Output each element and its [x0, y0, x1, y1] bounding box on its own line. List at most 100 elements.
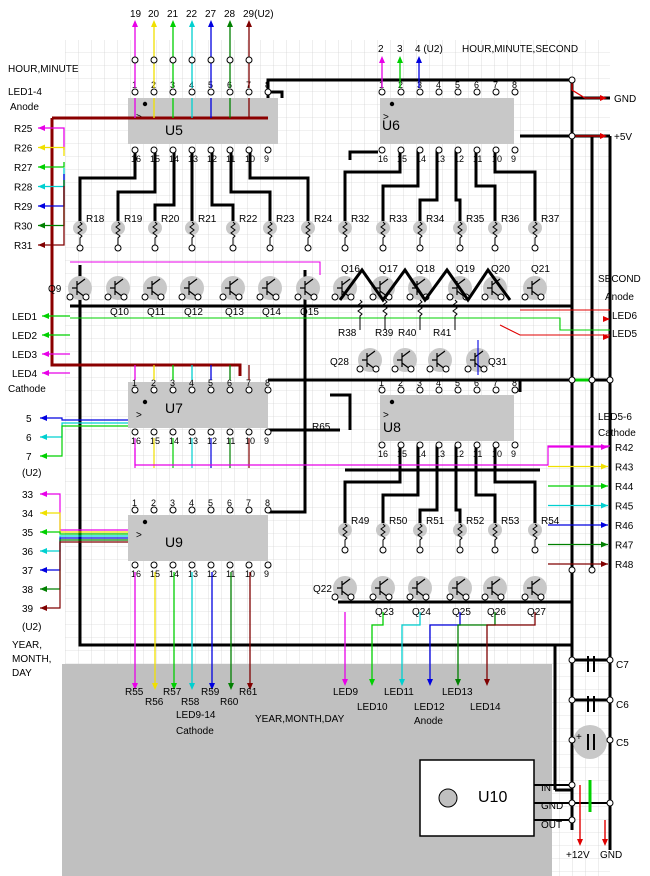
- u9-out-arrow-2: [171, 683, 177, 690]
- u6-arrow-2: [416, 56, 422, 63]
- u6-top-pad-5: [454, 88, 462, 96]
- led-bottom-13-label: LED13: [442, 687, 473, 698]
- cathode-label-left: Cathode: [8, 384, 46, 395]
- u7-top-pad-5: [207, 386, 215, 394]
- res-r23-label: R23: [276, 214, 295, 225]
- u6-pin-4: 4 (U2): [415, 44, 443, 55]
- u6-notch-icon: >: [383, 112, 389, 123]
- q-q16-symbol: [337, 278, 351, 298]
- input-35-label: 35: [22, 528, 34, 539]
- res-r23-pad: [266, 244, 274, 252]
- q-q12-pad-b: [178, 293, 186, 301]
- header-pad-2: [150, 56, 158, 64]
- header-arrow-1: [132, 20, 138, 27]
- u7-pin-16: 16: [131, 436, 141, 446]
- res-r51-zigzag: [417, 523, 423, 548]
- q-q23-pad-e: [385, 593, 393, 601]
- cap-c6-label: C6: [616, 700, 629, 711]
- reg-pad-1: [568, 799, 576, 807]
- header-arrow-7: [246, 20, 252, 27]
- input-7-wire: [40, 425, 128, 457]
- res-r58-label: R58: [181, 697, 200, 708]
- res-r32-pad: [341, 244, 349, 252]
- u6-pin-5: 5: [455, 80, 460, 90]
- res-r21-zigzag: [189, 221, 195, 246]
- led-bottom-arrow-5: [484, 679, 490, 686]
- hour-minute-label: HOUR,MINUTE: [8, 64, 79, 75]
- u5-top-pad-8: [264, 88, 272, 96]
- u8-bottom-pad-6: [473, 441, 481, 449]
- u7-notch-icon: >: [136, 410, 142, 421]
- rail-pad-3: [588, 376, 596, 384]
- led-left-3-label: LED3: [12, 350, 37, 361]
- input-37-arrow: [40, 567, 47, 573]
- res-right-arrow-4: [601, 522, 608, 528]
- u6-top-pad-3: [416, 88, 424, 96]
- q-mid-2-symbol: [432, 350, 446, 370]
- u8-pin-4: 4: [436, 378, 441, 388]
- top-pin-29: 29(U2): [243, 9, 274, 20]
- res-r39-label: R39: [375, 328, 394, 339]
- q-q16-label: Q16: [341, 264, 360, 275]
- u7-pin-3: 3: [170, 378, 175, 388]
- q-q12-symbol: [184, 278, 198, 298]
- res-r37-label: R37: [541, 214, 560, 225]
- q-q9-pad-e: [82, 293, 90, 301]
- svg-text:U7: U7: [165, 400, 183, 416]
- u7-pin-9: 9: [264, 436, 269, 446]
- u8-pin-11: 11: [473, 449, 482, 459]
- top-pin-labels: 19 20 21 22 27 28 29(U2): [130, 9, 274, 20]
- q-q9-pad-b: [66, 293, 74, 301]
- input-37-label: 37: [22, 566, 34, 577]
- res-left-arrow-6: [38, 242, 45, 248]
- res-left-arrow-0: [38, 125, 45, 131]
- res-r22-zigzag: [230, 221, 236, 246]
- res-r36-label: R36: [501, 214, 520, 225]
- res-r38-zigzag: [357, 299, 363, 330]
- q-q22-pad-e: [347, 593, 355, 601]
- res-r37-pad: [531, 244, 539, 252]
- u6-pin-2: 2: [378, 44, 384, 55]
- res-r34-zigzag: [417, 221, 423, 246]
- u9-pin-16: 16: [131, 569, 141, 579]
- res-r33-zigzag: [380, 221, 386, 246]
- u7-top-pad-8: [264, 386, 272, 394]
- res-r20-pad: [151, 244, 159, 252]
- u8-bottom-pad-5: [454, 441, 462, 449]
- res-r36-pad: [491, 244, 499, 252]
- input-5-wire: [40, 417, 128, 421]
- u8-pin-14: 14: [416, 449, 426, 459]
- u6-bottom-pad-1: [378, 146, 386, 154]
- u6-arrow-1: [397, 56, 403, 63]
- res-r41-label: R41: [433, 328, 452, 339]
- u6-pin-16: 16: [378, 154, 388, 164]
- res-r21-label: R21: [198, 214, 217, 225]
- q-q14-symbol: [262, 278, 276, 298]
- led-left-2-label: LED2: [12, 331, 37, 342]
- q-q27-pad-e: [537, 593, 545, 601]
- q-q19-symbol: [452, 278, 466, 298]
- input-33-wire: [40, 493, 128, 531]
- res-r40-label: R40: [398, 328, 417, 339]
- q-q20-symbol: [487, 278, 501, 298]
- res-r61-label: R61: [239, 687, 258, 698]
- u8-pin-8: 8: [512, 378, 517, 388]
- u8-bottom-pad-7: [492, 441, 500, 449]
- cap-c7-label: C7: [616, 660, 629, 671]
- input-39-label: 39: [22, 604, 34, 615]
- res-r27-label: R27: [14, 163, 33, 174]
- gnd-wire: [571, 80, 600, 99]
- u8-bottom-pad-2: [397, 441, 405, 449]
- plus12v-label: +12V: [566, 850, 590, 861]
- res-left-wire-0: [38, 127, 65, 150]
- q-q11-pad-e: [157, 293, 165, 301]
- res-r28-label: R28: [14, 183, 33, 194]
- q-q22-symbol: [337, 578, 351, 598]
- u8-pin-9: 9: [511, 449, 516, 459]
- res-r47-label: R47: [615, 541, 634, 552]
- led-bottom-arrow-1: [369, 679, 375, 686]
- u6-top-pad-2: [397, 88, 405, 96]
- u8-top-pad-7: [492, 386, 500, 394]
- res-r40-zigzag: [417, 299, 423, 330]
- u7-pin-6: 6: [227, 378, 232, 388]
